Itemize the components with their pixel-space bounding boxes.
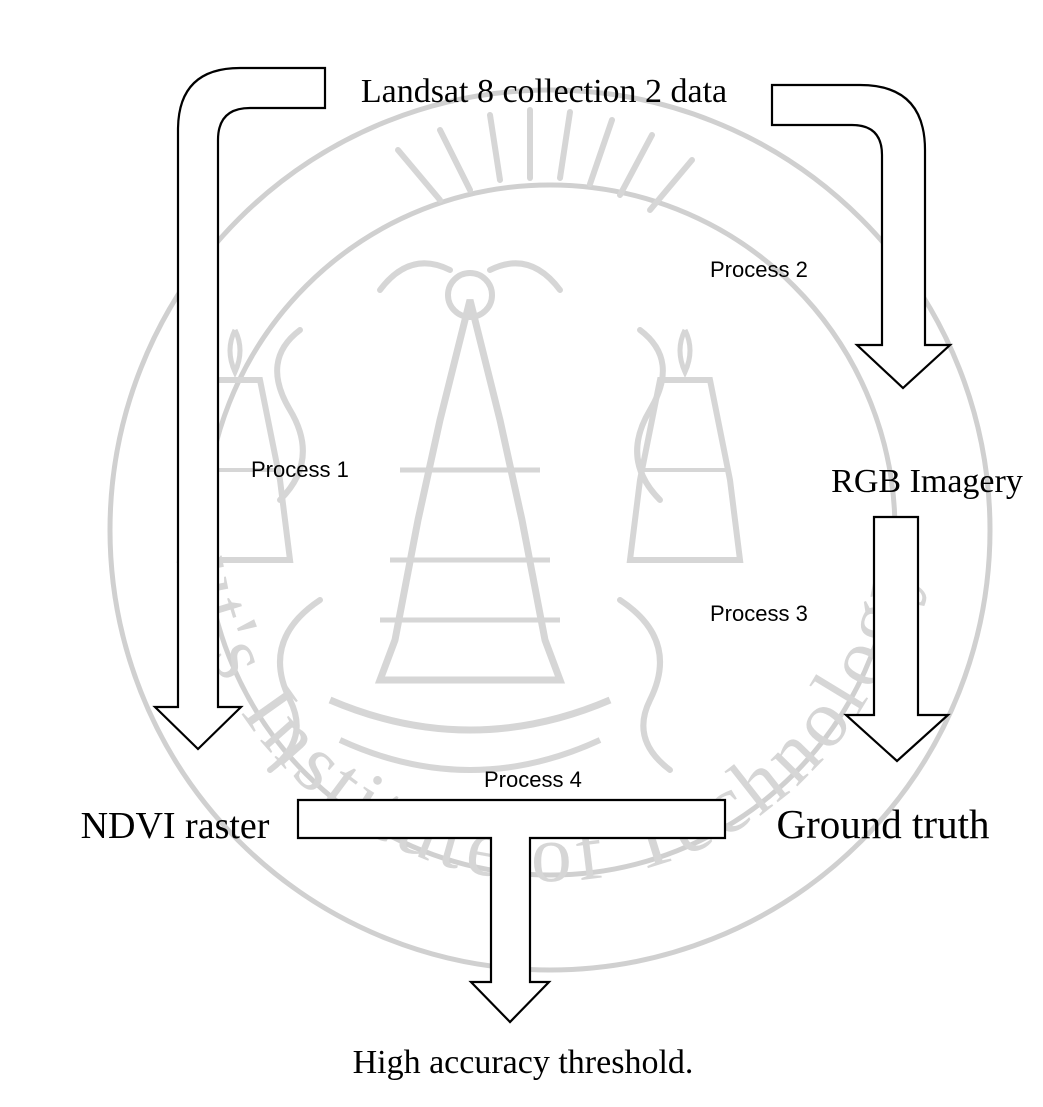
process-1-arrow xyxy=(152,66,327,751)
process-2-arrow xyxy=(770,83,953,390)
ground-truth-label: Ground truth xyxy=(777,801,990,847)
spire-watermark xyxy=(328,299,612,773)
process-3-label: Process 3 xyxy=(710,601,808,626)
svg-text:King Mongkut's Institute of Te: King Mongkut's Institute of Technology L… xyxy=(0,0,928,899)
process-3-arrow xyxy=(843,515,951,763)
high-accuracy-threshold-label: High accuracy threshold. xyxy=(353,1044,694,1081)
sun-rays-watermark xyxy=(395,107,695,320)
landsat-source-label: Landsat 8 collection 2 data xyxy=(361,73,727,110)
process-4-label: Process 4 xyxy=(484,767,582,792)
rgb-imagery-label: RGB Imagery xyxy=(831,463,1023,500)
ndvi-raster-label: NDVI raster xyxy=(81,805,270,847)
process-2-label: Process 2 xyxy=(710,257,808,282)
flourish-watermark xyxy=(267,260,673,773)
process-4-merge-arrow xyxy=(296,798,727,1024)
side-towers-watermark xyxy=(176,328,744,563)
seal-text-watermark: King Mongkut's Institute of Technology L… xyxy=(0,0,928,899)
process-1-label: Process 1 xyxy=(251,457,349,482)
